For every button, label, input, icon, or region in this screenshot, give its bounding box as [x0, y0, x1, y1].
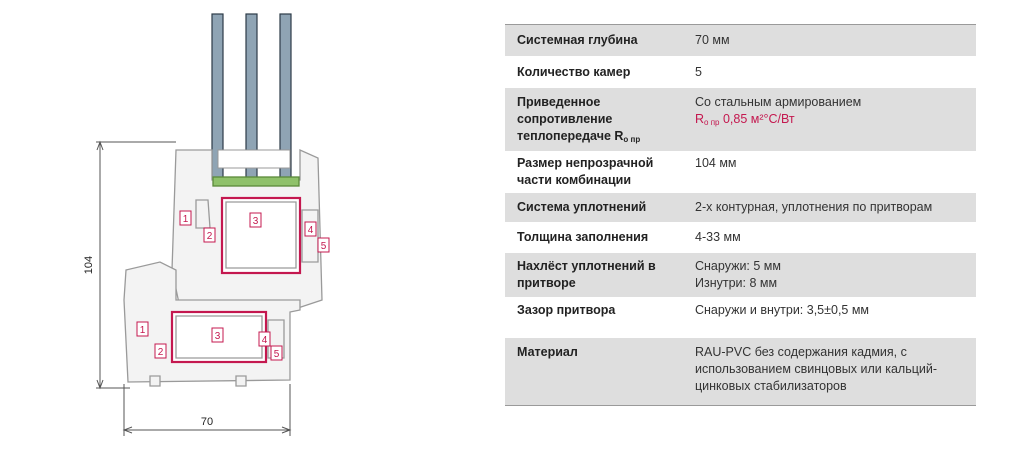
width-dimension-label: 70 [201, 416, 213, 428]
spec-label: Толщина заполнения [517, 230, 649, 244]
sash-chamber-4: 4 [308, 225, 314, 236]
glass-panes [211, 13, 292, 179]
spec-label: Зазор притвора [517, 303, 616, 317]
sash-chamber-5: 5 [321, 241, 327, 252]
sash-chamber-2: 2 [207, 231, 213, 242]
frame-profile [123, 261, 301, 387]
spec-row-filling: Толщина заполнения 4-33 мм [505, 222, 976, 253]
sash-chamber-labels: 1 2 3 4 5 [179, 210, 330, 253]
window-profile-diagram: 1 2 3 4 5 1 2 3 4 5 104 70 [83, 13, 330, 436]
spec-value: Со стальным армированием Rо пр 0,85 м²°С… [695, 94, 976, 151]
spec-value: 4-33 мм [695, 230, 741, 244]
spec-value: 5 [695, 64, 702, 79]
spec-value: Снаружи: 5 мм Изнутри: 8 мм [695, 259, 781, 290]
frame-chamber-1: 1 [140, 325, 146, 336]
spec-row-material: Материал RAU-PVC без содержания кадмия, … [505, 338, 976, 406]
height-dimension-label: 104 [83, 256, 95, 274]
spec-label: Количество камер [517, 64, 631, 79]
spec-label: Система уплотнений [517, 200, 647, 214]
frame-chamber-3: 3 [215, 331, 221, 342]
spec-table: Системная глубина 70 мм Количество камер… [505, 24, 976, 406]
spec-label: Размер непрозрачной части комбинации [517, 156, 654, 187]
spec-label: Нахлёст уплотнений в притворе [517, 259, 656, 290]
spec-value: 104 мм [695, 156, 737, 170]
spec-row-seals: Система уплотнений 2-х контурная, уплотн… [505, 193, 976, 222]
frame-chamber-labels: 1 2 3 4 5 [136, 321, 283, 361]
spec-row-depth: Системная глубина 70 мм [505, 25, 976, 56]
sash-chamber-1: 1 [183, 214, 189, 225]
resistance-value: Rо пр 0,85 м²°С/Вт [695, 112, 795, 127]
spec-value: RAU-PVC без содержания кадмия, с использ… [695, 345, 937, 393]
spec-label: Приведенное сопротивление теплопередаче … [517, 95, 641, 144]
width-dimension [122, 384, 292, 436]
spec-label: Системная глубина [517, 33, 638, 47]
spec-row-gap: Зазор притвора Снаружи и внутри: 3,5±0,5… [505, 297, 976, 338]
frame-chamber-4: 4 [262, 335, 268, 346]
spec-row-overlap: Нахлёст уплотнений в притворе Снаружи: 5… [505, 253, 976, 297]
spec-value: 70 мм [695, 33, 730, 47]
spec-row-resistance: Приведенное сопротивление теплопередаче … [505, 88, 976, 151]
spec-value: 2-х контурная, уплотнения по притворам [695, 200, 933, 214]
frame-chamber-2: 2 [158, 347, 164, 358]
spec-value: Снаружи и внутри: 3,5±0,5 мм [695, 303, 870, 317]
spec-label: Материал [517, 345, 578, 359]
frame-chamber-5: 5 [274, 349, 280, 360]
spec-row-chambers: Количество камер 5 [505, 56, 976, 88]
sash-chamber-3: 3 [253, 216, 259, 227]
spec-row-opaque-size: Размер непрозрачной части комбинации 104… [505, 151, 976, 193]
